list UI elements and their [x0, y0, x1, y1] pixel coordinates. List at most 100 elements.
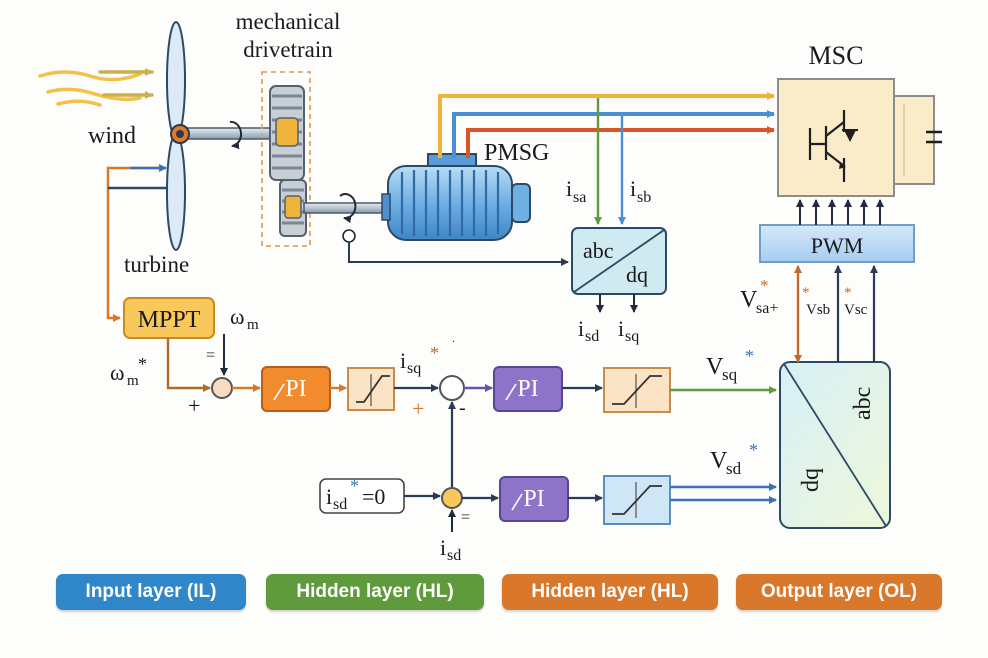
svg-text:i: i: [440, 535, 446, 560]
legend-hidden-1-label: Hidden layer (HL): [296, 581, 454, 602]
vsa-ref-label: V sa+ *: [740, 276, 778, 317]
wind-icon: [38, 68, 154, 107]
svg-text:ω: ω: [230, 304, 244, 329]
svg-text:i: i: [578, 316, 584, 341]
drivetrain-box: [261, 71, 311, 247]
svg-text:*: *: [350, 476, 359, 496]
isd-feedback-label: i sd: [440, 535, 461, 564]
svg-text:Vsb: Vsb: [806, 302, 830, 318]
vsd-limiter-block: [603, 475, 671, 525]
vsq-limiter-block: [603, 367, 671, 413]
svg-text:*: *: [749, 440, 758, 460]
pwm-to-msc-arrows: [796, 199, 884, 225]
isq-plus-sign: +: [412, 396, 424, 421]
isa-label: i sa: [566, 176, 586, 206]
isq-minus-sign: -: [459, 397, 466, 419]
rotation-arrow-icon: [229, 120, 242, 150]
svg-text:*: *: [844, 285, 852, 301]
mppt-label: MPPT: [138, 307, 201, 333]
generator-shaft: [303, 202, 391, 214]
wind-label: wind: [88, 123, 136, 149]
svg-text:i: i: [630, 176, 636, 201]
speed-equals-sign: =: [206, 347, 215, 364]
svg-text:V: V: [706, 354, 724, 380]
legend-hidden-2-label: Hidden layer (HL): [531, 581, 689, 602]
isq-ref-label: i sq *: [400, 343, 439, 377]
vsb-ref-label: * Vsb: [802, 285, 830, 318]
svg-text:Vsc: Vsc: [844, 302, 868, 318]
svg-text:*: *: [802, 285, 810, 301]
svg-text:sq: sq: [407, 360, 421, 377]
omega-m-label: ω m: [230, 304, 259, 333]
svg-text:*: *: [760, 276, 769, 295]
pmsg-motor-icon: [381, 153, 531, 241]
svg-text:V: V: [710, 448, 728, 474]
svg-text:i: i: [326, 484, 332, 509]
svg-text:i: i: [566, 176, 572, 201]
legend-hidden-layer-2: Hidden layer (HL): [502, 574, 718, 610]
svg-text:m: m: [127, 373, 139, 389]
dq-label-bottom: dq: [798, 468, 824, 492]
isd-equals-sign: =: [461, 509, 470, 526]
wind-to-mppt-lines: [106, 164, 167, 322]
isd-sum-junction: [441, 487, 463, 509]
pwm-block: [759, 224, 915, 263]
dqabc-to-pwm-lines: [794, 265, 878, 363]
dq-output-arrows: [596, 294, 638, 313]
speed-limiter-block: [347, 367, 395, 411]
isd-out-label: i sd: [578, 316, 599, 345]
dot-mark: .: [452, 331, 455, 345]
isb-label: i sb: [630, 176, 651, 206]
vsq-ref-label: V sq *: [706, 346, 754, 384]
svg-text:sq: sq: [625, 328, 639, 345]
svg-text:m: m: [247, 317, 259, 333]
speed-feedback-line: [348, 242, 569, 266]
speed-sensor-icon: [342, 229, 356, 243]
legend-input-label: Input layer (IL): [85, 581, 217, 602]
vsc-ref-label: * Vsc: [844, 285, 868, 318]
legend-hidden-layer-1: Hidden layer (HL): [266, 574, 484, 610]
rotation-arrow-icon: [339, 193, 357, 224]
svg-text:sa: sa: [573, 189, 586, 206]
legend-output-label: Output layer (OL): [760, 581, 918, 602]
isq-pi-label: PI: [517, 376, 538, 402]
legend-input-layer: Input layer (IL): [56, 574, 246, 610]
svg-text:ω: ω: [110, 360, 124, 385]
vsd-lines: [670, 483, 777, 504]
svg-text:sd: sd: [726, 459, 742, 478]
drivetrain-label: drivetrain: [243, 37, 333, 62]
pmsg-label: PMSG: [484, 140, 549, 166]
abc-label-top: abc: [583, 238, 614, 263]
svg-text:sa+: sa+: [756, 300, 778, 317]
speed-plus-sign: +: [188, 393, 200, 418]
svg-text:sd: sd: [333, 496, 347, 513]
isd-ref-label: i sd * =0: [326, 476, 385, 513]
vsd-ref-label: V sd *: [710, 440, 758, 478]
pwm-label: PWM: [811, 233, 864, 258]
speed-sum-junction: [211, 377, 233, 399]
turbine-label: turbine: [124, 252, 189, 277]
svg-text:*: *: [430, 343, 439, 363]
isq-out-label: i sq: [618, 316, 639, 345]
svg-text:sq: sq: [722, 365, 738, 384]
current-sense-lines: [594, 98, 626, 225]
svg-text:*: *: [745, 346, 754, 366]
svg-text:sd: sd: [585, 328, 599, 345]
svg-text:i: i: [400, 348, 406, 373]
stator-lines: [438, 92, 775, 158]
isd-pi-label: PI: [523, 486, 544, 512]
large-gear-icon: [269, 85, 305, 181]
omega-m-ref-label: ω m *: [110, 354, 147, 389]
dq-label-top: dq: [626, 262, 648, 287]
svg-text:=0: =0: [362, 484, 385, 509]
legend-output-layer: Output layer (OL): [736, 574, 942, 610]
svg-text:*: *: [138, 354, 147, 374]
msc-converter-icon: [777, 78, 942, 197]
abc-label-bottom: abc: [850, 387, 876, 420]
svg-text:sb: sb: [637, 189, 651, 206]
abc-dq-transform-block: [571, 227, 667, 295]
small-gear-icon: [279, 179, 307, 237]
svg-text:V: V: [740, 287, 758, 313]
